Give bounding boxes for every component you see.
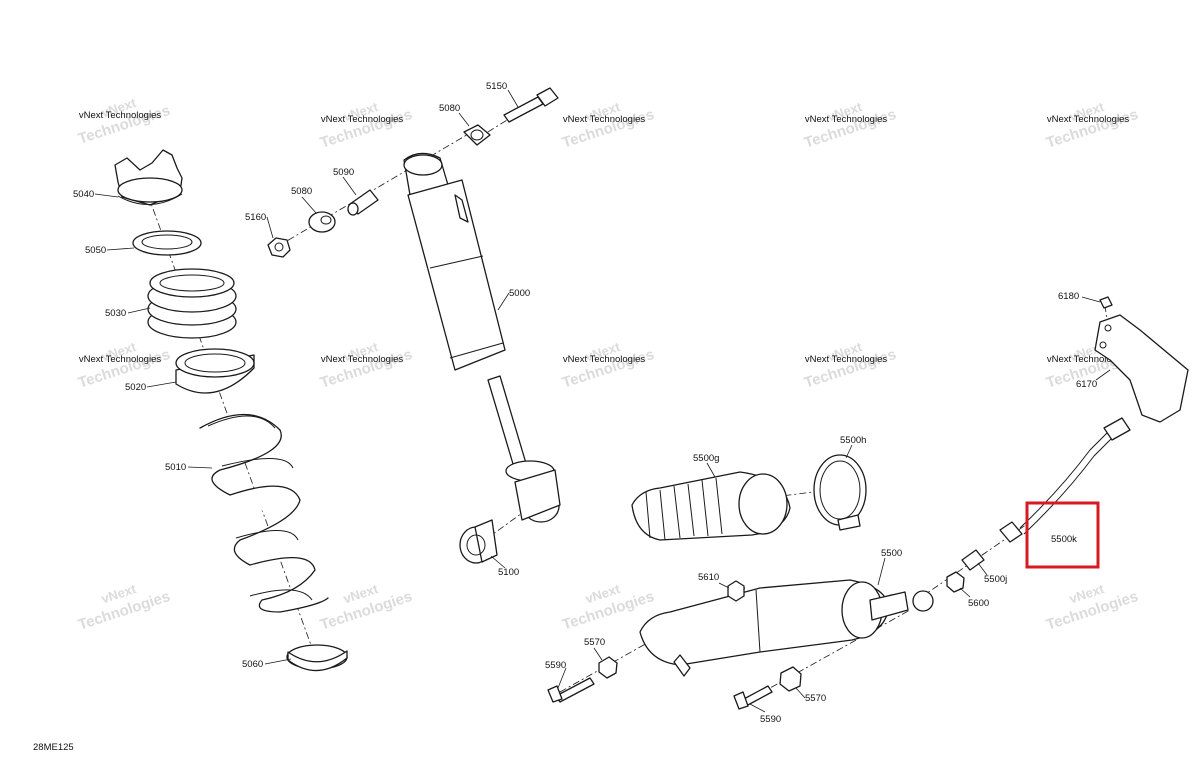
watermark: vNext Technologies xyxy=(76,581,172,634)
watermark: vNext Technologies vNext Technologies xyxy=(318,99,414,152)
svg-text:vNext Technologies: vNext Technologies xyxy=(563,354,645,365)
svg-text:vNext Technologies: vNext Technologies xyxy=(321,114,403,125)
label-5590: 5590 xyxy=(760,714,781,725)
label-6180: 6180 xyxy=(1058,291,1079,302)
part-5500j-fitting xyxy=(961,549,985,571)
label-5030: 5030 xyxy=(105,308,126,319)
label-5010: 5010 xyxy=(165,462,186,473)
label-5150: 5150 xyxy=(486,81,507,92)
watermark: vNext Technologies vNext Technologies xyxy=(802,339,898,392)
part-5060-lower-seat xyxy=(286,644,348,672)
part-5090-sleeve xyxy=(347,189,379,216)
center-lines xyxy=(147,111,1111,703)
leader-lines xyxy=(94,89,1111,713)
label-5050: 5050 xyxy=(85,245,106,256)
part-5080-bushing-top xyxy=(463,124,491,146)
label-5060: 5060 xyxy=(242,659,263,670)
part-5570-spacer-right xyxy=(779,666,802,692)
part-5020-crossover-ring xyxy=(175,348,255,394)
part-5500-rear-shock xyxy=(639,579,934,677)
part-5500g-dust-boot xyxy=(631,471,791,541)
watermark: vNext Technologies xyxy=(560,581,656,634)
svg-text:vNext Technologies: vNext Technologies xyxy=(563,114,645,125)
part-5040-spring-adjuster xyxy=(114,149,183,206)
watermark: vNext Technologies vNext Technologies xyxy=(1044,99,1140,152)
part-5500h-clamp xyxy=(813,454,867,531)
label-5090: 5090 xyxy=(333,167,354,178)
label-5500: 5500 xyxy=(881,548,902,559)
watermark: vNext Technologies xyxy=(318,581,414,634)
part-number-labels: 5040 5050 5030 5020 5010 5060 5160 5080 … xyxy=(73,81,1097,725)
svg-text:vNext Technologies: vNext Technologies xyxy=(1047,354,1129,365)
part-5080-bushing-left xyxy=(308,211,336,233)
part-5610-nut xyxy=(727,580,745,602)
label-5600: 5600 xyxy=(968,598,989,609)
svg-text:vNext Technologies: vNext Technologies xyxy=(79,354,161,365)
watermark: vNext Technologies xyxy=(1044,581,1140,634)
watermark: vNext Technologies vNext Technologies xyxy=(318,339,414,392)
svg-text:vNext Technologies: vNext Technologies xyxy=(805,114,887,125)
label-5040: 5040 xyxy=(73,189,94,200)
part-5050-washer xyxy=(132,230,202,256)
watermark: vNext Technologies vNext Technologies xyxy=(560,339,656,392)
label-5080: 5080 xyxy=(439,103,460,114)
part-5150-bolt xyxy=(503,87,559,123)
part-5600-nut xyxy=(946,571,965,593)
part-5160-nut xyxy=(267,237,291,258)
watermark: vNext Technologies vNext Technologies xyxy=(802,99,898,152)
part-5590-bolt-left xyxy=(547,677,595,703)
watermark: vNext Technologies vNext Technologies xyxy=(560,99,656,152)
part-5100-bushing xyxy=(459,519,498,564)
part-5500k-hose xyxy=(999,417,1131,543)
label-5100: 5100 xyxy=(498,567,519,578)
part-5030-tender-spring xyxy=(147,268,237,339)
label-5020: 5020 xyxy=(125,382,146,393)
label-6170: 6170 xyxy=(1076,379,1097,390)
label-5160: 5160 xyxy=(245,212,266,223)
part-6180-screw xyxy=(1099,296,1113,309)
label-5500h: 5500h xyxy=(840,435,866,446)
part-5570-spacer-left xyxy=(598,656,618,679)
label-5570: 5570 xyxy=(584,637,605,648)
label-5590: 5590 xyxy=(545,660,566,671)
svg-text:vNext Technologies: vNext Technologies xyxy=(1047,114,1129,125)
part-5010-main-spring xyxy=(199,413,329,613)
part-5590-bolt-right xyxy=(733,685,773,710)
label-5500k: 5500k xyxy=(1051,534,1077,545)
label-5570: 5570 xyxy=(805,693,826,704)
svg-text:vNext Technologies: vNext Technologies xyxy=(79,110,161,121)
label-5500j: 5500j xyxy=(984,574,1007,585)
label-5080: 5080 xyxy=(291,186,312,197)
label-5610: 5610 xyxy=(698,572,719,583)
part-5000-shock-absorber xyxy=(403,152,561,523)
svg-text:vNext Technologies: vNext Technologies xyxy=(805,354,887,365)
svg-text:vNext Technologies: vNext Technologies xyxy=(321,354,403,365)
label-5000: 5000 xyxy=(509,288,530,299)
highlight-box-5500k xyxy=(1025,501,1100,569)
label-5500g: 5500g xyxy=(693,453,719,464)
part-6170-bracket xyxy=(1094,314,1189,423)
watermark: vNext Technologies vNext Technologies xyxy=(76,95,172,148)
diagram-id: 28ME125 xyxy=(33,742,74,753)
